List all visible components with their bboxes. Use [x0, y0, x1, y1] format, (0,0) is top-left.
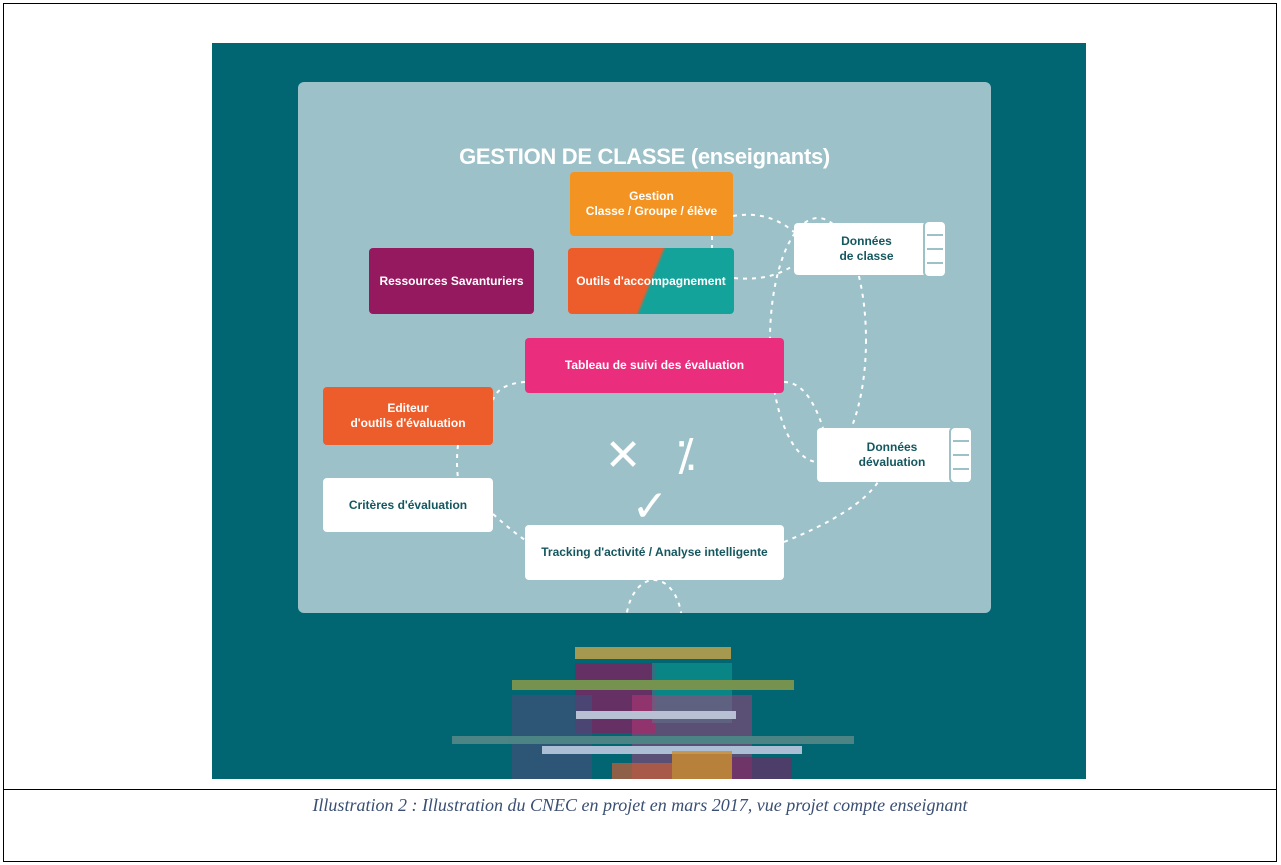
node-gestion-line2: Classe / Groupe / élève [585, 204, 718, 218]
title-sub: (enseignants) [690, 144, 830, 169]
node-ressources: Ressources Savanturiers [369, 248, 534, 314]
node-tracking-label: Tracking d'activité / Analyse intelligen… [541, 545, 768, 559]
node-editeur-line2: d'outils d'évaluation [350, 416, 466, 430]
link-tracking-donneeseval [783, 481, 879, 543]
node-donnees-eval-line2: dévaluation [858, 455, 926, 469]
link-gestion-donnees [732, 213, 795, 233]
link-tableau-editeur [492, 381, 526, 401]
node-tableau-label: Tableau de suivi des évaluation [564, 358, 745, 372]
figure-frame [3, 3, 1277, 862]
node-editeur-line1: Editeur [387, 401, 429, 415]
node-donnees-classe-line1: Données [841, 234, 892, 248]
link-editeur-criteres [456, 444, 459, 479]
node-donnees-classe: Données de classe [794, 223, 939, 275]
node-tracking: Tracking d'activité / Analyse intelligen… [525, 525, 784, 580]
node-outils-label: Outils d'accompagnement [576, 273, 726, 288]
link-tracking-base [625, 579, 683, 613]
database-icon [949, 426, 973, 484]
node-donnees-classe-line2: de classe [839, 249, 894, 263]
link-tableau-donneeseval [783, 381, 824, 429]
title-main: GESTION DE CLASSE [459, 144, 685, 169]
link-criteres-tracking [492, 513, 526, 541]
node-gestion-line1: Gestion [629, 189, 674, 203]
diagram-figure: GESTION DE CLASSE (enseignants) Gestion … [212, 43, 1086, 779]
node-editeur: Editeur d'outils d'évaluation [323, 387, 493, 445]
node-gestion: Gestion Classe / Groupe / élève [570, 172, 733, 236]
node-ressources-label: Ressources Savanturiers [379, 273, 524, 288]
figure-caption: Illustration 2 : Illustration du CNEC en… [312, 795, 968, 815]
node-donnees-eval: Données dévaluation [817, 428, 967, 482]
database-icon [923, 220, 947, 278]
node-criteres: Critères d'évaluation [323, 478, 493, 532]
link-outils-donnees [733, 261, 799, 280]
colored-stripes-decoration [452, 647, 854, 779]
diagram-title: GESTION DE CLASSE (enseignants) [298, 144, 991, 170]
node-donnees-eval-line1: Données [866, 440, 918, 454]
node-criteres-label: Critères d'évaluation [348, 497, 468, 512]
evaluation-symbols: ✕ ⁒ ✓ [604, 430, 706, 532]
node-tableau: Tableau de suivi des évaluation [525, 338, 784, 393]
node-outils: Outils d'accompagnement [568, 248, 734, 314]
caption-divider [3, 789, 1277, 790]
diagram-panel: GESTION DE CLASSE (enseignants) Gestion … [298, 82, 991, 613]
